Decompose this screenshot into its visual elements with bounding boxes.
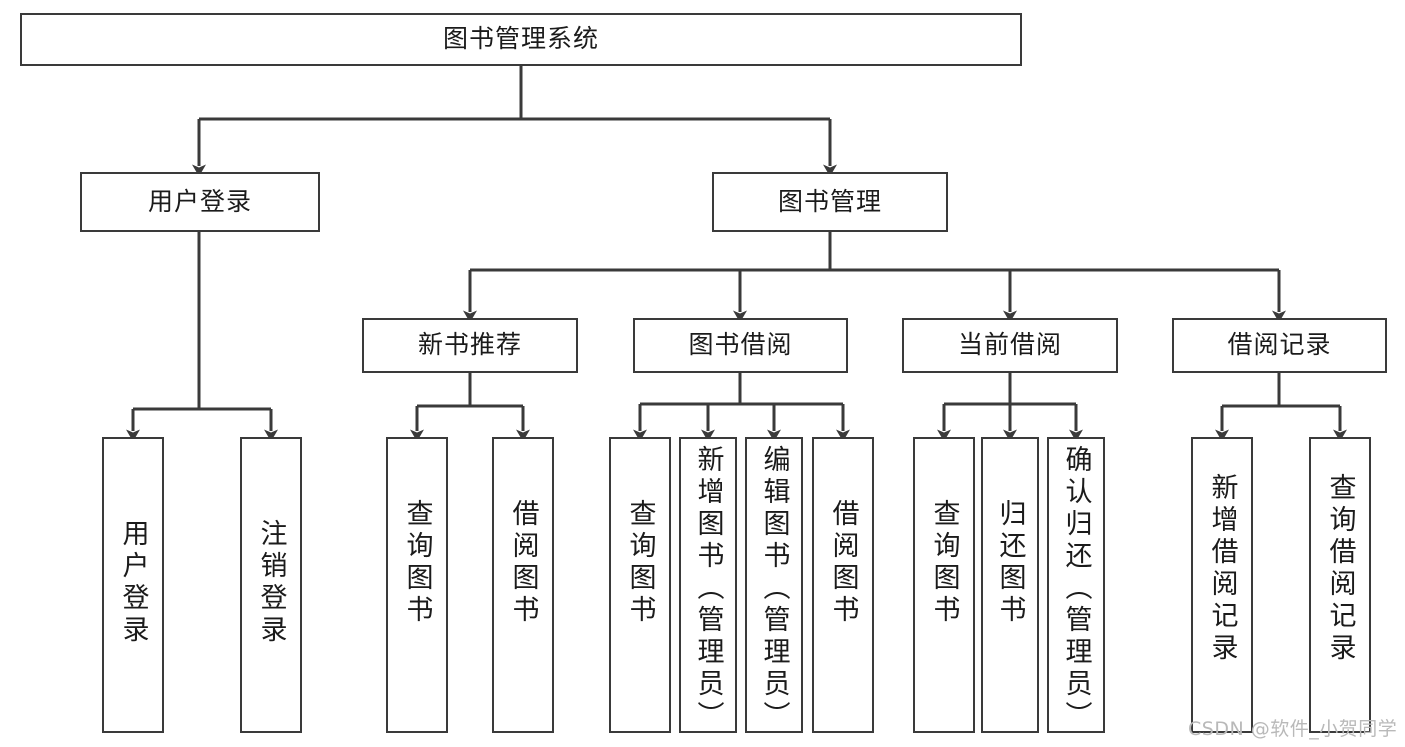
node-new-book-recommend[interactable]: 新书推荐	[362, 318, 578, 373]
node-borrow-record[interactable]: 借阅记录	[1172, 318, 1387, 373]
leaf-add-book-admin[interactable]: 新增图书（管理员）	[679, 437, 737, 733]
node-user-login[interactable]: 用户登录	[80, 172, 320, 232]
leaf-user-login[interactable]: 用户登录	[102, 437, 164, 733]
leaf-query-book-new[interactable]: 查询图书	[386, 437, 448, 733]
node-label: 编辑图书（管理员）	[758, 445, 790, 733]
node-label: 归还图书	[994, 499, 1026, 627]
node-label: 新书推荐	[417, 330, 522, 360]
node-label: 图书管理	[777, 186, 882, 216]
leaf-query-borrow-record[interactable]: 查询借阅记录	[1309, 437, 1371, 733]
leaf-return-book[interactable]: 归还图书	[981, 437, 1039, 733]
node-label: 查询图书	[928, 499, 960, 627]
leaf-query-book-current[interactable]: 查询图书	[913, 437, 975, 733]
leaf-borrow-book[interactable]: 借阅图书	[812, 437, 874, 733]
node-label: 查询图书	[401, 499, 433, 627]
node-label: 用户登录	[147, 186, 252, 216]
node-label: 当前借阅	[957, 330, 1062, 360]
leaf-add-borrow-record[interactable]: 新增借阅记录	[1191, 437, 1253, 733]
node-label: 查询图书	[624, 499, 656, 627]
node-label: 借阅图书	[827, 499, 859, 627]
node-label: 确认归还（管理员）	[1060, 445, 1092, 733]
node-book-management[interactable]: 图书管理	[712, 172, 948, 232]
node-current-borrow[interactable]: 当前借阅	[902, 318, 1118, 373]
node-book-borrow[interactable]: 图书借阅	[633, 318, 848, 373]
node-label: 图书管理系统	[442, 24, 599, 54]
node-label: 借阅记录	[1227, 330, 1332, 360]
node-label: 图书借阅	[688, 330, 793, 360]
node-root-system[interactable]: 图书管理系统	[20, 13, 1022, 66]
node-label: 查询借阅记录	[1324, 473, 1356, 665]
leaf-confirm-return-admin[interactable]: 确认归还（管理员）	[1047, 437, 1105, 733]
node-label: 新增借阅记录	[1206, 473, 1238, 665]
leaf-borrow-book-new[interactable]: 借阅图书	[492, 437, 554, 733]
node-label: 用户登录	[117, 519, 149, 647]
leaf-query-book-borrow[interactable]: 查询图书	[609, 437, 671, 733]
leaf-user-logout[interactable]: 注销登录	[240, 437, 302, 733]
node-label: 新增图书（管理员）	[692, 445, 724, 733]
node-label: 注销登录	[255, 519, 287, 647]
leaf-edit-book-admin[interactable]: 编辑图书（管理员）	[745, 437, 803, 733]
csdn-watermark: CSDN @软件_小贺同学	[1188, 718, 1398, 740]
node-label: 借阅图书	[507, 499, 539, 627]
